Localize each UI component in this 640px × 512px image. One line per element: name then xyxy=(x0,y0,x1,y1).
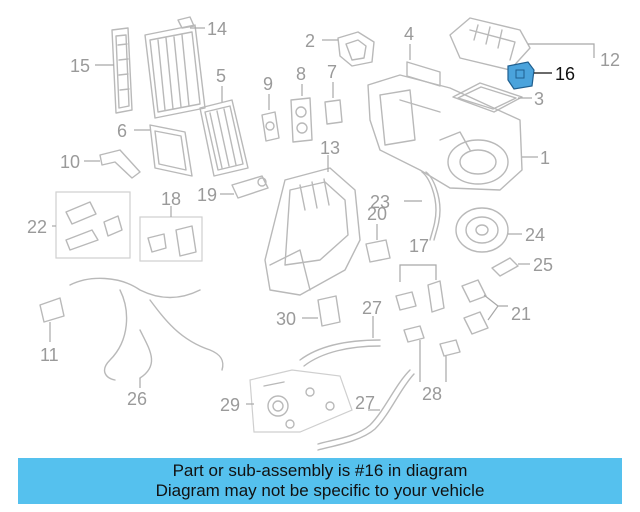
callout-8: 8 xyxy=(296,64,306,84)
part-23-drawing xyxy=(421,171,441,241)
callout-29: 29 xyxy=(220,395,240,415)
part-2-drawing xyxy=(337,31,375,67)
part-16-drawing xyxy=(507,61,535,90)
part-25-drawing xyxy=(491,257,519,277)
callout-9: 9 xyxy=(263,74,273,94)
callout-13: 13 xyxy=(320,138,340,158)
banner-line-1: Part or sub-assembly is #16 in diagram xyxy=(172,461,468,480)
part-10-drawing xyxy=(99,149,141,179)
banner-line-2: Diagram may not be specific to your vehi… xyxy=(155,481,485,500)
callout-25: 25 xyxy=(533,255,553,275)
part-20-drawing xyxy=(365,239,391,263)
callout-14: 14 xyxy=(207,19,227,39)
part-19-drawing xyxy=(231,175,269,199)
callout-3: 3 xyxy=(534,89,544,109)
callout-12: 12 xyxy=(600,50,620,70)
part-30-drawing xyxy=(317,295,341,327)
callout-15: 15 xyxy=(70,56,90,76)
callout-7: 7 xyxy=(327,62,337,82)
part-26-drawing xyxy=(69,277,224,381)
part-5-drawing xyxy=(199,99,249,177)
callout-24: 24 xyxy=(525,225,545,245)
callout-5: 5 xyxy=(216,66,226,86)
part-29-drawing xyxy=(249,369,353,433)
part-14-drawing xyxy=(144,16,206,119)
callout-2: 2 xyxy=(305,31,315,51)
part-27-upper-drawing xyxy=(299,339,381,367)
callout-19: 19 xyxy=(197,185,217,205)
part-17-drawing xyxy=(395,280,445,313)
callout-18: 18 xyxy=(161,189,181,209)
part-4-drawing xyxy=(406,61,441,87)
callout-11: 11 xyxy=(40,345,59,365)
part-13-drawing xyxy=(264,167,361,296)
part-11-drawing xyxy=(39,297,65,323)
part-22-drawing xyxy=(55,191,131,259)
callout-22: 22 xyxy=(27,217,47,237)
leader-28 xyxy=(419,340,447,382)
info-banner: Part or sub-assembly is #16 in diagram D… xyxy=(18,458,622,504)
callout-17: 17 xyxy=(409,236,429,256)
callout-27-lower: 27 xyxy=(355,393,375,413)
part-3-drawing xyxy=(452,82,523,113)
callout-6: 6 xyxy=(117,121,127,141)
part-12-drawing xyxy=(449,17,531,71)
leader-17 xyxy=(399,264,437,282)
part-27-lower-drawing xyxy=(317,369,415,451)
part-28-drawing xyxy=(403,325,461,357)
callout-28: 28 xyxy=(422,384,442,404)
callout-26: 26 xyxy=(127,389,147,409)
callout-20: 20 xyxy=(367,204,387,224)
part-21-drawing xyxy=(461,279,489,335)
part-6-drawing xyxy=(149,124,193,177)
callout-23: 23 xyxy=(370,192,390,212)
callout-10: 10 xyxy=(60,152,80,172)
callout-4: 4 xyxy=(404,24,414,44)
part-9-drawing xyxy=(261,111,280,142)
part-1-drawing xyxy=(367,74,523,191)
part-24-drawing xyxy=(455,207,509,253)
diagram-canvas: 15 14 2 4 12 16 xyxy=(27,16,620,451)
callout-27-upper: 27 xyxy=(362,298,382,318)
callout-21: 21 xyxy=(511,304,531,324)
part-18-drawing xyxy=(139,216,203,262)
part-7-drawing xyxy=(324,99,343,125)
leader-12 xyxy=(528,43,595,58)
callout-16: 16 xyxy=(555,64,575,84)
part-8-drawing xyxy=(290,97,313,143)
leader-21 xyxy=(483,294,508,321)
callout-1: 1 xyxy=(540,148,550,168)
part-15-drawing xyxy=(111,27,133,114)
callout-30: 30 xyxy=(276,309,296,329)
